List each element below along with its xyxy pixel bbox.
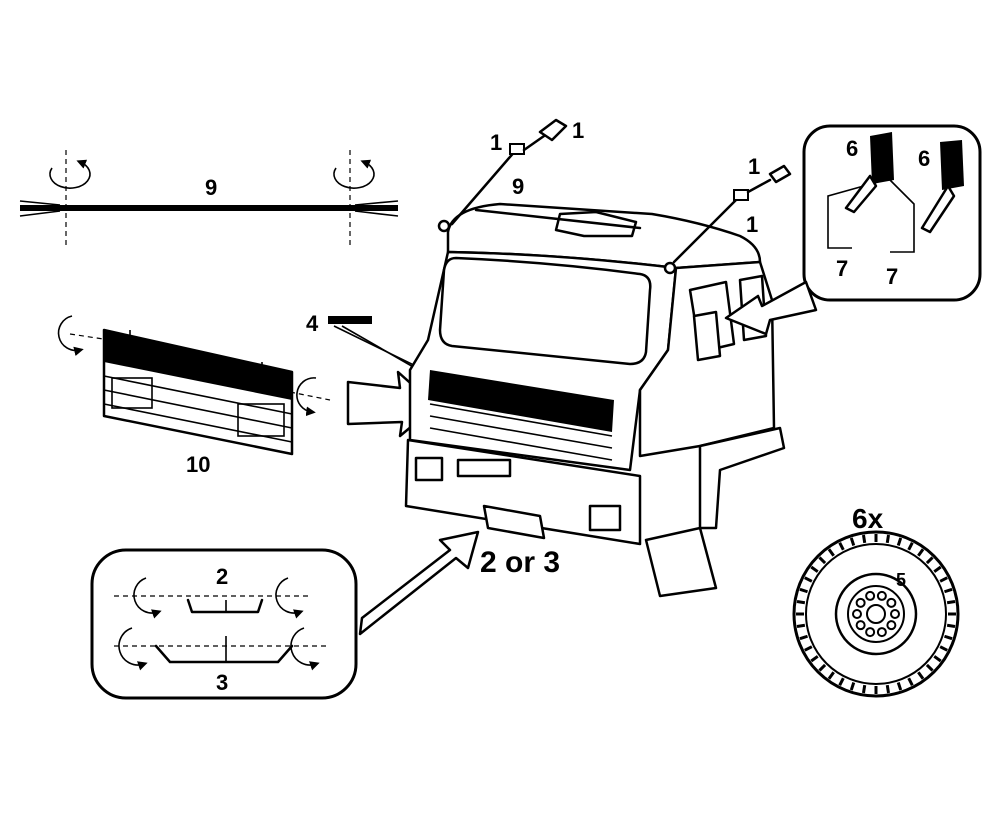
tread-block	[939, 576, 948, 583]
tread-block	[862, 684, 867, 694]
wheel-bolt	[855, 620, 866, 631]
tread-block	[818, 556, 827, 565]
mirror-arrow	[724, 280, 818, 336]
wheel-count-label: 6x	[852, 503, 884, 534]
tread-block	[896, 537, 903, 546]
tread-block	[827, 671, 835, 680]
tread-block	[885, 534, 890, 544]
grille-label: 10	[186, 452, 210, 477]
mirror-right-label: 6	[918, 146, 930, 171]
tread-block	[796, 600, 806, 605]
truck-cab	[404, 148, 786, 598]
tread-block	[804, 576, 813, 583]
tread-block	[896, 682, 903, 691]
wheel-bolt	[876, 627, 887, 638]
tread-block	[944, 587, 953, 594]
tread-block	[827, 548, 835, 557]
tread-block	[799, 634, 808, 641]
tread-block	[838, 677, 845, 686]
step-choice-label: 2 or 3	[480, 546, 560, 579]
light-bar-part-9: 9	[19, 150, 399, 248]
mirror-left-label: 6	[846, 136, 858, 161]
step-large-label: 3	[216, 670, 228, 695]
wheel-bolt	[852, 609, 862, 619]
light-bar-label: 9	[205, 175, 217, 200]
wheel-bolt	[865, 590, 876, 601]
tread-block	[849, 537, 856, 546]
step-small-label: 2	[216, 564, 228, 589]
tread-block	[796, 623, 806, 628]
wheel-part-label: 5	[896, 570, 906, 590]
wheel-bolt	[876, 590, 887, 601]
tread-block	[862, 534, 867, 544]
bracket-right-label: 7	[886, 264, 898, 289]
wheel-bolt	[890, 609, 900, 619]
mirror-inset: 6 6 7 7	[802, 124, 982, 302]
tread-block	[917, 548, 925, 557]
tread-block	[885, 684, 890, 694]
wheel-bolt	[886, 597, 897, 608]
tread-block	[907, 542, 914, 551]
cab-bar-label: 9	[512, 174, 524, 199]
tread-block	[810, 565, 819, 573]
step-arrow	[358, 530, 480, 636]
tread-block	[810, 655, 819, 663]
tread-block	[849, 682, 856, 691]
tread-block	[907, 677, 914, 686]
tread-block	[925, 556, 934, 565]
plate-label: 4	[306, 311, 319, 336]
tread-block	[838, 542, 845, 551]
tread-block	[925, 663, 934, 672]
light-left-top-label: 1	[572, 118, 584, 143]
step-inset: 2 3	[90, 548, 358, 700]
tread-block	[939, 645, 948, 652]
tread-block	[944, 634, 953, 641]
tread-block	[946, 623, 956, 628]
wheel-part-5: 6x 5	[792, 503, 960, 698]
light-right-label: 1	[748, 154, 760, 179]
wheel-bolt	[865, 627, 876, 638]
tread-block	[799, 587, 808, 594]
light-left-label: 1	[490, 130, 502, 155]
bracket-left-label: 7	[836, 256, 848, 281]
tread-block	[818, 663, 827, 672]
roof-lights-part-1: 1 1 1 1 9	[474, 118, 792, 237]
wheel-bolt	[886, 620, 897, 631]
grille-part-10: 10	[57, 315, 331, 477]
tread-block	[946, 600, 956, 605]
tread-block	[933, 565, 942, 573]
light-right-side-label: 1	[746, 212, 758, 237]
tread-block	[804, 645, 813, 652]
wheel-bolt	[855, 597, 866, 608]
tread-block	[933, 655, 942, 663]
tread-block	[917, 671, 925, 680]
